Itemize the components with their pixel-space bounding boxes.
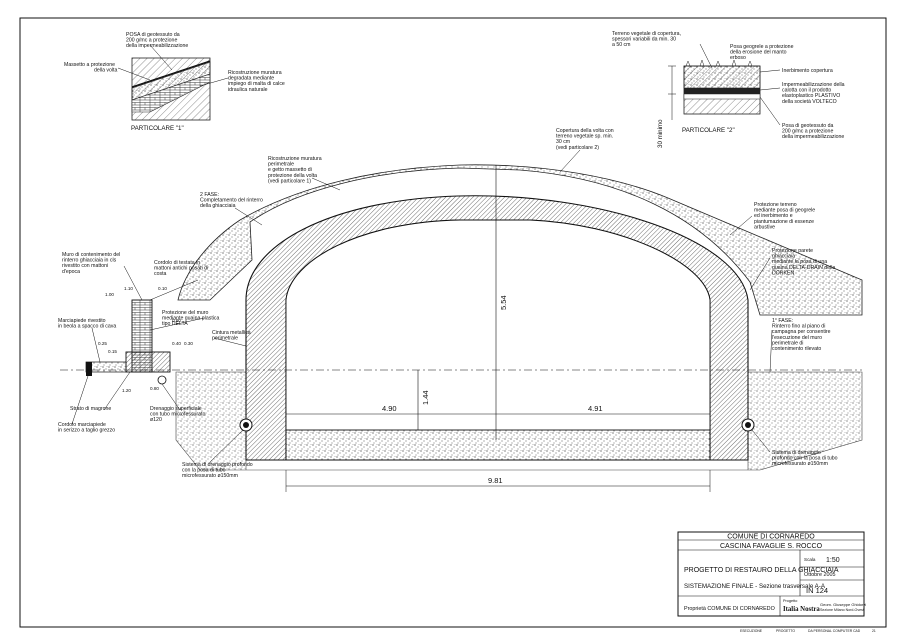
footer-project: PROGETTO: [776, 629, 795, 633]
detail-1-note-masonry: Ricostruzione muratura degradata mediant…: [228, 70, 286, 93]
tb-building: CASCINA FAVAGLIE S. ROCCO: [720, 543, 823, 550]
detail-1: [117, 44, 229, 121]
note-sidewalk-curb: Cordolo marciapiede in serizzo a taglio …: [58, 422, 115, 434]
detail-2-note-geotextile: Posa di geotessuto da 200 g/mc a protezi…: [782, 123, 844, 140]
tb-date: Ottobre 2005: [804, 572, 835, 578]
tb-municipality: COMUNE DI CORNAREDO: [727, 534, 815, 541]
tb-designer-2: Sezione Milano Nord-Ovest: [820, 608, 864, 612]
detail-2-caption: PARTICOLARE "2": [682, 127, 735, 134]
dim-wall-10: 0.80: [150, 386, 159, 391]
note-deep-drain-right: Sistema di drenaggio profondo con la pos…: [772, 450, 839, 467]
dim-wall-8: 0.30: [184, 341, 193, 346]
earth-fill: [177, 164, 863, 316]
tb-design-label: Progetto: [783, 599, 797, 603]
tb-owner: Proprietà COMUNE DI CORNAREDO: [684, 606, 775, 612]
title-block: [677, 531, 865, 617]
leader-lines: [71, 149, 773, 463]
dim-height: 5.54: [499, 295, 508, 310]
note-metal-belt: Cintura metallica perimetrale: [212, 330, 252, 342]
dim-wall-9: 1.20: [122, 388, 131, 393]
footer-execution: ESECUZIONE: [740, 629, 763, 633]
dim-wall-7: 0.40: [172, 341, 181, 346]
dim-total: 9.81: [488, 476, 503, 485]
wall-footing: [125, 351, 171, 373]
note-retaining-wall: Muro di contenimento del rinterro ghiacc…: [62, 252, 122, 275]
dim-wall-2: 1.10: [124, 286, 133, 291]
vault-interior: [285, 219, 711, 461]
note-wall-drain-membrane: Protezione parete ghiacciaia mediante la…: [772, 248, 837, 276]
detail-2-note-grass: Inerbimento copertura: [782, 68, 833, 74]
detail-1-caption: PARTICOLARE "1": [131, 125, 184, 132]
note-sidewalk: Marciapiede rivestito in beola a spacco …: [58, 318, 116, 330]
dim-wall-6: 0.60: [172, 318, 181, 323]
dim-left-half: 4.90: [382, 404, 397, 413]
note-deep-drain-left: Sistema di drenaggio profondo con la pos…: [182, 462, 254, 479]
detail-1-note-screed: Massetto a protezione della volta: [64, 62, 117, 74]
detail-2-note-topsoil: Terreno vegetale di copertura, spessori …: [612, 31, 682, 48]
dim-wall-5: 0.15: [108, 349, 117, 354]
drain-right-core: [745, 422, 751, 428]
dim-wall-4: 0.25: [98, 341, 107, 346]
tb-scale: 1:50: [826, 557, 840, 564]
tb-project: PROGETTO DI RESTAURO DELLA GHIACCIAIA: [684, 567, 839, 574]
note-phase-1: 1° FASE: Rinterro fino al piano di campa…: [772, 318, 832, 352]
dim-wall-1: 1.00: [105, 292, 114, 297]
tb-drawing-no: IN 124: [806, 586, 828, 595]
tb-firm: Italia Nostra: [783, 606, 820, 613]
note-head-curb: Cordolo di testata in mattoni antichi po…: [154, 260, 210, 277]
detail-2-min-label: 30 minimo: [657, 119, 664, 148]
note-wall-protection: Protezione del muro mediante guaina plas…: [162, 310, 221, 327]
note-terrain-protection: Protezione terreno mediante posa di geog…: [754, 202, 817, 230]
note-surface-drain: Drenaggio superficiale con tubo microfes…: [150, 406, 207, 423]
drain-surface: [157, 375, 167, 385]
dim-floor: 1.44: [421, 390, 430, 405]
note-vault-cover: Copertura della volta con terreno vegeta…: [556, 128, 615, 151]
footer-number: 21: [872, 629, 876, 633]
detail-2: [668, 43, 781, 126]
detail-1-note-geotextile: POSA di geotessuto da 200 g/mc a protezi…: [126, 32, 188, 49]
floor-slab: [285, 429, 711, 461]
dim-right-half: 4.91: [588, 404, 603, 413]
dim-wall-3: 0.10: [158, 286, 167, 291]
ground: [175, 371, 863, 471]
note-lean-concrete: Strato di magrone: [70, 406, 111, 412]
tb-subject: SISTEMAZIONE FINALE - Sezione trasversal…: [684, 583, 826, 590]
footer-cad: DA PERSONAL COMPUTER CAD: [808, 629, 861, 633]
detail-2-note-waterproofing: Impermeabilizzazione della calotta con i…: [782, 82, 846, 105]
tb-scale-label: Scala: [804, 557, 816, 562]
drain-left-core: [243, 422, 249, 428]
note-phase-2: 2 FASE: Completamento del rinterro della…: [200, 192, 264, 209]
sidewalk-curb: [86, 362, 92, 376]
tb-designer-1: Geom. Giuseppe Ghidorzi: [820, 602, 866, 607]
note-perimeter-masonry: Ricostruzione muratura perimetrale e get…: [268, 156, 323, 184]
detail-2-note-geogrid: Posa geogrele a protezione della erosion…: [730, 44, 795, 61]
sheet-border: [19, 17, 887, 628]
